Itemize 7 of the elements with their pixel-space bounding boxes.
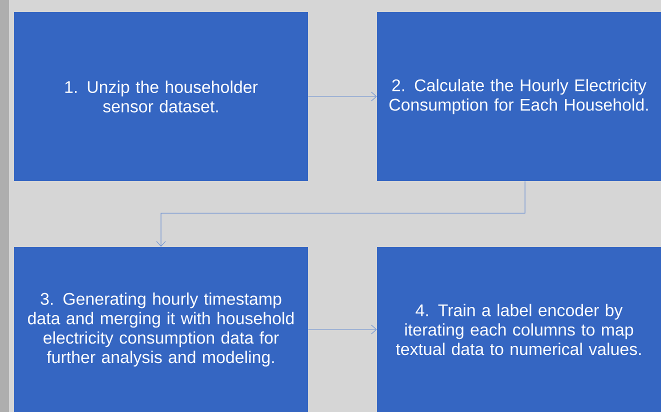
arrow bbox=[156, 180, 526, 247]
arrow bbox=[308, 92, 377, 102]
process-box: 4. Train a label encoder by iterating each columns to map textual data to numerical values. bbox=[377, 247, 661, 412]
process-box: 3. Generating hourly timestamp data and merging it with household electricity consumption data for further analysis and modeling. bbox=[14, 247, 308, 412]
process-box: 1. Unzip the householder sensor dataset. bbox=[14, 12, 308, 181]
process-box: 2. Calculate the Hourly Electricity Consumption for Each Household. bbox=[377, 12, 661, 181]
arrow bbox=[308, 324, 377, 334]
